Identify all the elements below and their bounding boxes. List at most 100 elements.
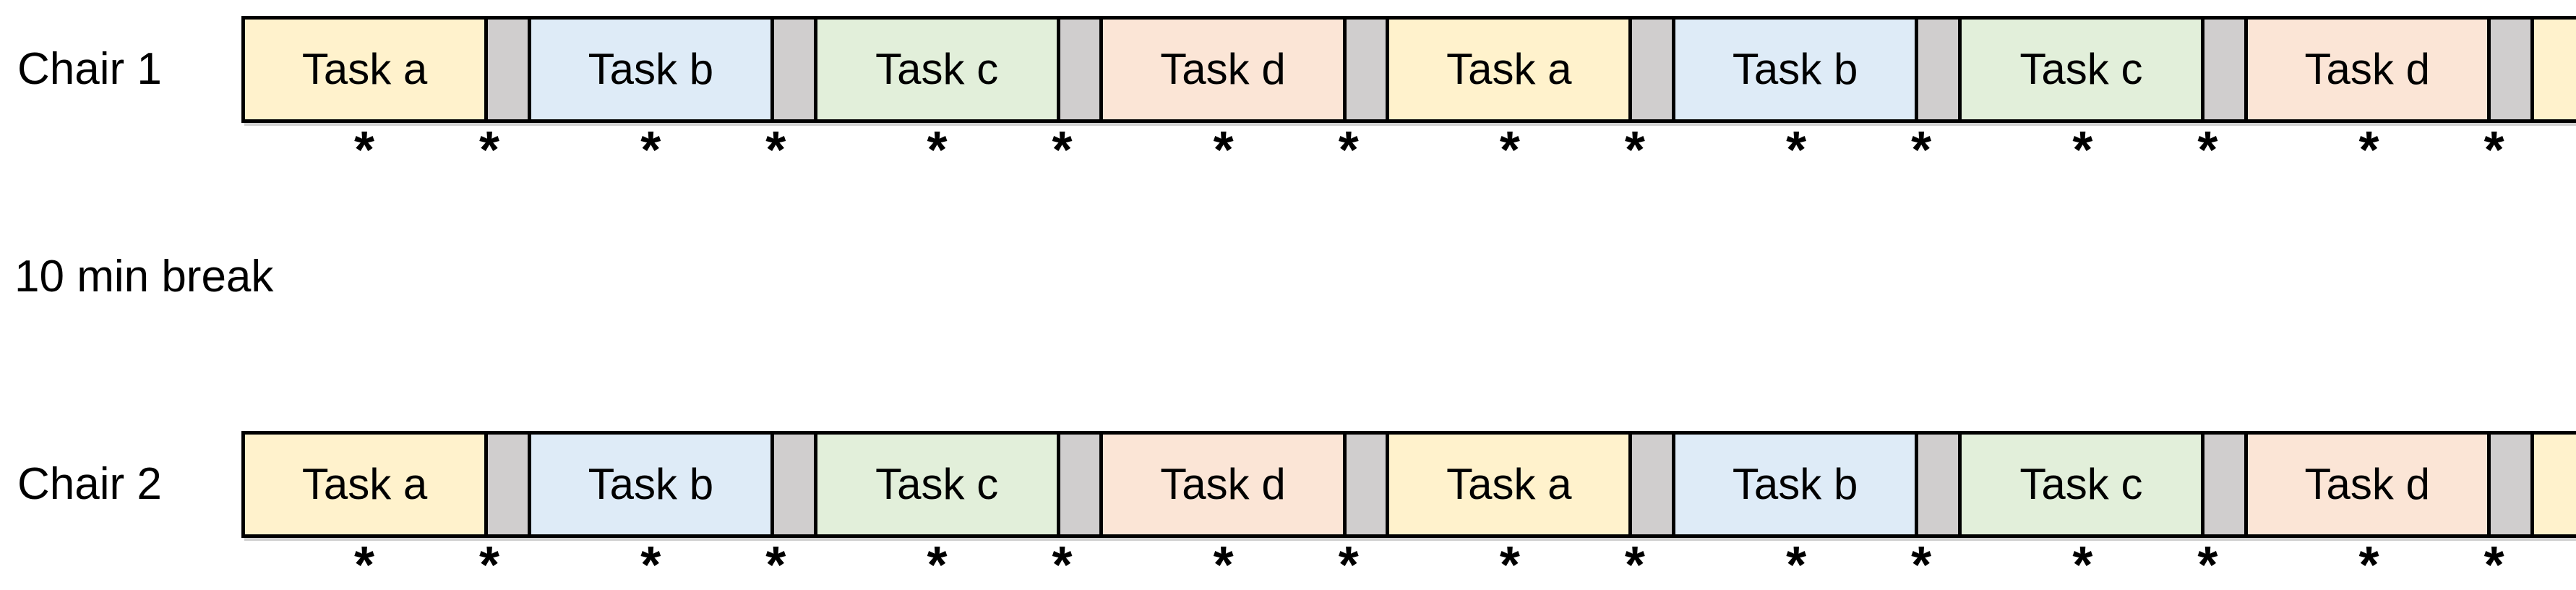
- asterisk-mark-end-of-task: *: [1338, 536, 1359, 590]
- asterisk-cell: *: [2484, 538, 2533, 590]
- asterisk-cell-empty: [2533, 123, 2576, 169]
- asterisk-cell: *: [1339, 123, 1387, 176]
- asterisk-mark-mid-task: *: [640, 536, 661, 590]
- break-label: 10 min break: [14, 252, 274, 302]
- gap-block: [1918, 435, 1962, 534]
- chair-2-label: Chair 2: [17, 459, 162, 509]
- asterisk-mark-end-of-task: *: [1624, 121, 1645, 179]
- asterisk-cell: *: [1673, 123, 1919, 176]
- gap-block: [2204, 20, 2248, 119]
- asterisk-mark-end-of-task: *: [2197, 536, 2218, 590]
- gap-block: [1346, 435, 1390, 534]
- asterisk-mark-mid-task: *: [2072, 121, 2093, 179]
- asterisk-cell: *: [479, 123, 528, 176]
- gap-block: [1632, 20, 1676, 119]
- asterisk-mark-end-of-task: *: [1911, 536, 1932, 590]
- asterisk-cell: *: [2246, 538, 2492, 590]
- task-block-label: Task b: [1732, 45, 1858, 93]
- task-block-label: Task d: [1160, 460, 1286, 508]
- task-block: Task d: [2247, 20, 2491, 119]
- task-block-label: Task b: [1732, 460, 1858, 508]
- asterisk-mark-end-of-task: *: [765, 121, 786, 179]
- asterisk-cell: *: [241, 123, 487, 176]
- task-block: Task b: [1675, 20, 1919, 119]
- asterisk-mark-end-of-task: *: [765, 536, 786, 590]
- asterisk-mark-end-of-task: *: [1624, 536, 1645, 590]
- gap-block: [1060, 435, 1104, 534]
- task-block-label: Task c: [875, 45, 999, 93]
- task-block-label: Task a: [301, 45, 428, 93]
- asterisk-mark-end-of-task: *: [2483, 121, 2504, 179]
- gap-block: [1632, 435, 1676, 534]
- task-block: Task a: [1389, 20, 1633, 119]
- chair-2-task-bar: Task a Task b Task c Task d Task a Task b Task…: [241, 431, 2576, 538]
- task-block: Task b: [531, 435, 774, 534]
- asterisk-cell: *: [1911, 123, 1959, 176]
- asterisk-cell: *: [1673, 538, 1919, 590]
- asterisk-mark-mid-task: *: [354, 536, 375, 590]
- chair-2-asterisk-row: ****************: [241, 538, 2576, 590]
- gap-block: [773, 435, 817, 534]
- asterisk-mark-mid-task: *: [1786, 536, 1807, 590]
- asterisk-mark-mid-task: *: [927, 536, 948, 590]
- asterisk-cell: *: [765, 538, 814, 590]
- asterisk-cell-empty: [2533, 538, 2576, 584]
- task-block-label: Task b: [588, 460, 714, 508]
- gap-block: [2204, 435, 2248, 534]
- asterisk-cell: *: [1052, 538, 1100, 590]
- task-block-label: Task a: [301, 460, 428, 508]
- task-block: Task a: [1389, 435, 1633, 534]
- asterisk-cell: *: [2484, 123, 2533, 176]
- asterisk-mark-mid-task: *: [1786, 121, 1807, 179]
- asterisk-mark-mid-task: *: [2358, 121, 2379, 179]
- gap-block: [2490, 20, 2534, 119]
- task-block-label: Task d: [2304, 460, 2430, 508]
- asterisk-mark-mid-task: *: [1213, 121, 1234, 179]
- task-block-label: Task d: [1160, 45, 1286, 93]
- asterisk-cell: *: [1052, 123, 1100, 176]
- chair-1-asterisk-row: ****************: [241, 123, 2576, 176]
- asterisk-cell: *: [765, 123, 814, 176]
- asterisk-cell: *: [479, 538, 528, 590]
- asterisk-mark-end-of-task: *: [1052, 121, 1073, 179]
- asterisk-cell: *: [1387, 538, 1633, 590]
- gap-block: [1060, 20, 1104, 119]
- task-block: Task c: [1961, 435, 2204, 534]
- asterisk-cell: *: [1387, 123, 1633, 176]
- task-block: Task b: [531, 20, 774, 119]
- asterisk-cell: *: [1101, 123, 1347, 176]
- asterisk-mark-mid-task: *: [1499, 121, 1520, 179]
- task-block-label: Task c: [2019, 45, 2143, 93]
- asterisk-mark-end-of-task: *: [1911, 121, 1932, 179]
- asterisk-cell: *: [814, 123, 1060, 176]
- asterisk-cell: *: [2246, 123, 2492, 176]
- gap-block: [488, 435, 531, 534]
- trailing-task-sliver: [2533, 435, 2576, 534]
- asterisk-cell: *: [1625, 538, 1673, 590]
- asterisk-mark-mid-task: *: [1213, 536, 1234, 590]
- asterisk-cell: *: [814, 538, 1060, 590]
- asterisk-cell: *: [528, 538, 773, 590]
- asterisk-mark-end-of-task: *: [2197, 121, 2218, 179]
- task-block-label: Task d: [2304, 45, 2430, 93]
- task-block: Task d: [1103, 20, 1347, 119]
- task-block: Task c: [817, 435, 1060, 534]
- asterisk-mark-end-of-task: *: [1338, 121, 1359, 179]
- asterisk-mark-mid-task: *: [1499, 536, 1520, 590]
- asterisk-mark-mid-task: *: [2072, 536, 2093, 590]
- gap-block: [488, 20, 531, 119]
- asterisk-cell: *: [1911, 538, 1959, 590]
- asterisk-mark-end-of-task: *: [479, 536, 500, 590]
- task-block: Task d: [1103, 435, 1347, 534]
- task-block: Task b: [1675, 435, 1919, 534]
- task-block: Task c: [817, 20, 1060, 119]
- task-block-label: Task a: [1446, 45, 1572, 93]
- gap-block: [2490, 435, 2534, 534]
- chair-1-label: Chair 1: [17, 44, 162, 94]
- asterisk-mark-end-of-task: *: [1052, 536, 1073, 590]
- gap-block: [1918, 20, 1962, 119]
- task-block-label: Task c: [2019, 460, 2143, 508]
- gap-block: [773, 20, 817, 119]
- task-block: Task a: [245, 435, 489, 534]
